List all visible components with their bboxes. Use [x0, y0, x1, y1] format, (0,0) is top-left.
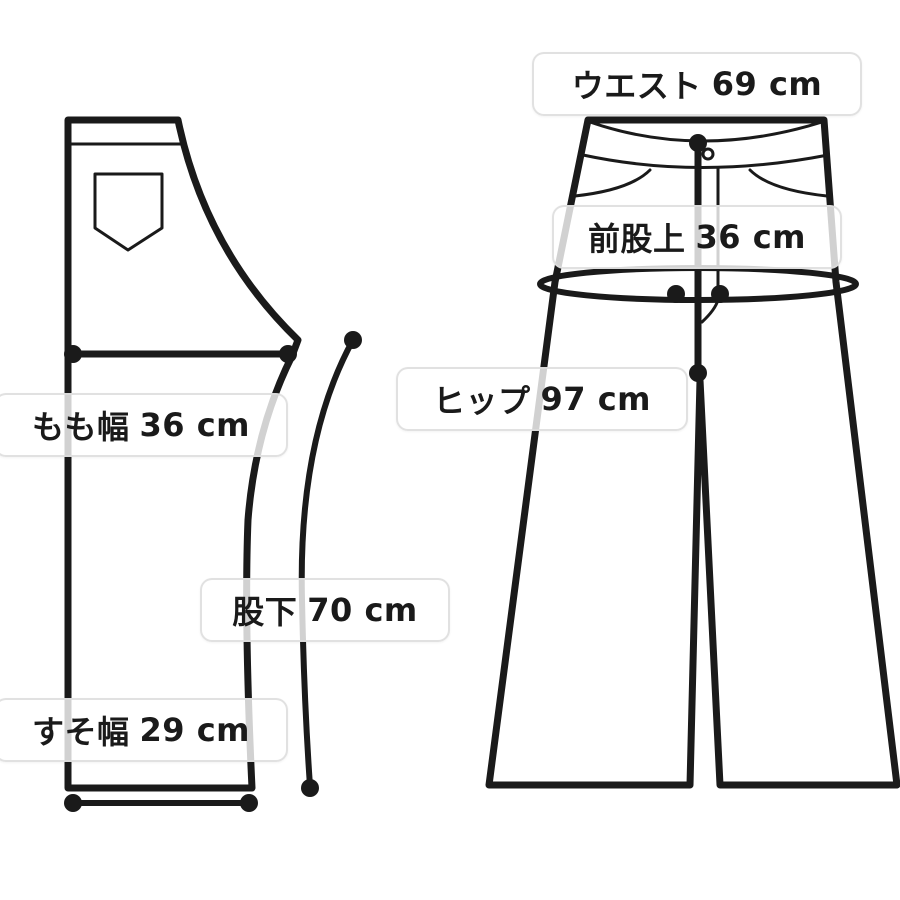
- hip-label-value: 97 cm: [540, 380, 651, 418]
- hem-label-name: すそ幅: [32, 713, 130, 751]
- waist-label: ウエスト 69 cm: [532, 52, 862, 116]
- inseam-label: 股下 70 cm: [200, 578, 450, 642]
- inseam-label-name: 股下: [232, 593, 298, 631]
- thigh-label-value: 36 cm: [139, 406, 250, 444]
- inseam-label-value: 70 cm: [307, 591, 418, 629]
- hip-label-name: ヒップ: [433, 382, 531, 420]
- thigh-label-name: もも幅: [32, 408, 130, 446]
- button-outline: [701, 147, 715, 161]
- waist-label-name: ウエスト: [571, 67, 702, 105]
- measure-dots: [64, 134, 729, 812]
- front-rise-label-name: 前股上: [588, 220, 686, 258]
- back-pocket-outline: [93, 172, 164, 252]
- hip-label: ヒップ 97 cm: [396, 367, 688, 431]
- front-rise-label-value: 36 cm: [695, 218, 806, 256]
- inseam-measure-line: [298, 337, 356, 789]
- hem-label-value: 29 cm: [139, 711, 250, 749]
- front-rise-label: 前股上 36 cm: [552, 205, 842, 269]
- hem-label: すそ幅 29 cm: [0, 698, 288, 762]
- thigh-label: もも幅 36 cm: [0, 393, 288, 457]
- waist-label-value: 69 cm: [711, 65, 823, 103]
